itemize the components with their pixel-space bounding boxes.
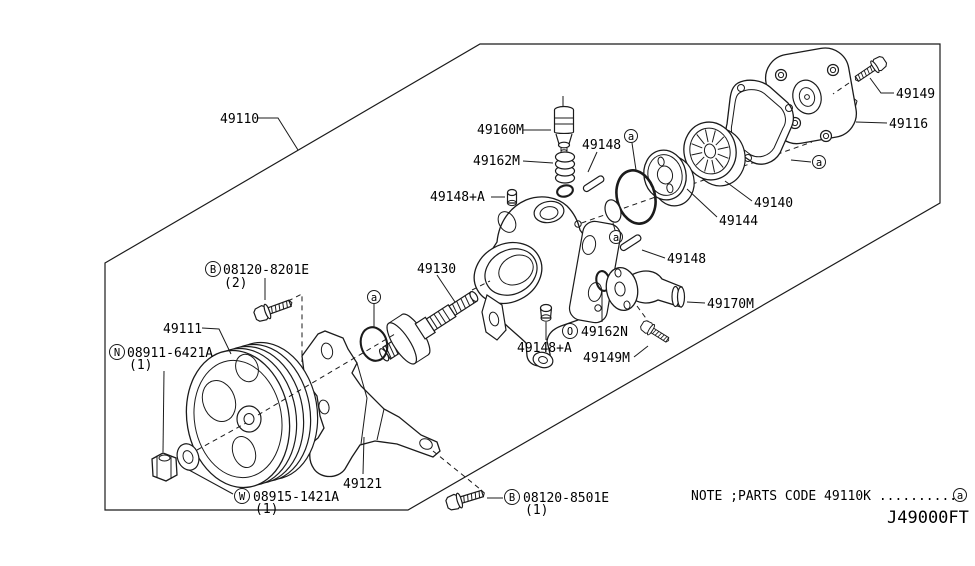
pump-body-drawing	[473, 188, 622, 369]
drawing-code: J49000FT	[887, 508, 969, 528]
part-label-49162n: 49162N	[581, 325, 628, 340]
cover-gasket-drawing	[725, 79, 795, 165]
leader-49149m	[633, 345, 649, 358]
bolt-symbol-upper: B	[210, 264, 216, 276]
part-label-bolt-upper: 08120-8201E	[223, 263, 309, 278]
leader-ref-a3	[790, 159, 812, 163]
part-label-49162m: 49162M	[473, 154, 520, 169]
bolt-suction-drawing	[638, 318, 673, 347]
leader-49170m	[686, 301, 706, 304]
leader-49162m	[522, 160, 554, 164]
leader-ref-a2	[612, 222, 616, 231]
part-label-49121: 49121	[343, 477, 382, 492]
leader-49144	[686, 188, 718, 218]
oval-seal	[604, 199, 622, 223]
part-label-49140: 49140	[754, 196, 793, 211]
ref-mark-a3: a	[816, 157, 822, 169]
part-label-49170m: 49170M	[707, 297, 754, 312]
alignment-dashed-lines	[196, 82, 850, 490]
bracket-drawing	[301, 330, 441, 478]
control-valve-drawing	[553, 96, 575, 154]
note-ref-mark: a	[957, 490, 963, 502]
leader-49148-lower	[641, 249, 666, 259]
part-label-49160m: 49160M	[477, 123, 524, 138]
part-label-49148a-lower: 49148+A	[517, 341, 572, 356]
bolt-rear-cover-drawing	[851, 54, 889, 87]
leader-49116	[855, 121, 888, 124]
part-label-49144: 49144	[719, 214, 758, 229]
bolt-bracket-lower-drawing	[444, 485, 488, 513]
part-label-49148-lower: 49148	[667, 252, 706, 267]
drive-shaft-drawing	[378, 291, 479, 365]
note-block: NOTE ;PARTS CODE 49110K .......... a J49…	[691, 488, 969, 528]
nut-symbol: N	[114, 347, 120, 359]
valve-spring-drawing	[554, 151, 576, 184]
washer-symbol: W	[239, 491, 246, 503]
leader-49140	[724, 180, 753, 202]
ref-mark-a4: a	[371, 292, 377, 304]
part-label-49130: 49130	[417, 262, 456, 277]
bolt-symbol-lower: B	[509, 492, 515, 504]
part-label-bolt-lower: 08120-8501E	[523, 491, 609, 506]
ref-mark-a1: a	[628, 131, 634, 143]
ref-mark-a2: a	[613, 232, 619, 244]
leader-49121	[362, 436, 365, 475]
part-label-49110: 49110	[220, 112, 259, 127]
connector-lower-drawing	[539, 303, 553, 322]
part-label-nut-qty: (1)	[129, 358, 152, 373]
cam-ring-drawing	[683, 121, 746, 187]
part-label-49111: 49111	[163, 322, 202, 337]
part-label-bolt-upper-qty: (2)	[224, 276, 247, 291]
diagram-border	[104, 43, 941, 511]
pin-lower-drawing	[619, 234, 642, 252]
part-label-49116: 49116	[889, 117, 928, 132]
leader-49130	[436, 274, 456, 303]
part-label-nut: 08911-6421A	[127, 346, 213, 361]
pin-upper-drawing	[582, 175, 605, 193]
pulley-drawing	[185, 341, 319, 489]
prefix-symbols: B N W B O	[109, 261, 578, 505]
suction-pipe-drawing	[605, 267, 686, 311]
part-labels: 49110 49160M 49162M 49148 49148+A 49149 …	[127, 87, 935, 518]
valve-o-ring	[556, 184, 574, 198]
part-label-49148a-upper: 49148+A	[430, 190, 485, 205]
oring-symbol: O	[567, 326, 573, 338]
leader-49148-upper	[587, 151, 598, 173]
part-label-bolt-lower-qty: (1)	[525, 503, 548, 518]
leader-49149	[869, 77, 894, 94]
leader-ref-a1	[631, 142, 637, 171]
leader-49110	[258, 117, 299, 151]
shaft-o-ring	[359, 326, 389, 362]
part-label-49148-upper: 49148	[582, 138, 621, 153]
pulley-nut-drawing	[151, 452, 178, 482]
pulley-washer-drawing	[176, 443, 200, 471]
leader-washer	[188, 469, 234, 495]
ref-marks: a a a a	[367, 129, 826, 304]
bolt-bracket-upper-drawing	[251, 294, 296, 324]
part-label-49149: 49149	[896, 87, 935, 102]
part-label-washer-qty: (1)	[255, 502, 278, 517]
leader-49111	[201, 327, 232, 355]
connector-upper-drawing	[506, 188, 518, 207]
leader-lines	[162, 77, 894, 499]
leader-nut	[162, 370, 165, 453]
part-label-washer: 08915-1421A	[253, 490, 339, 505]
part-label-49149m: 49149M	[583, 351, 630, 366]
large-o-ring	[615, 169, 657, 225]
note-text: NOTE ;PARTS CODE 49110K ..........	[691, 489, 957, 504]
rotor-drawing	[643, 149, 695, 207]
